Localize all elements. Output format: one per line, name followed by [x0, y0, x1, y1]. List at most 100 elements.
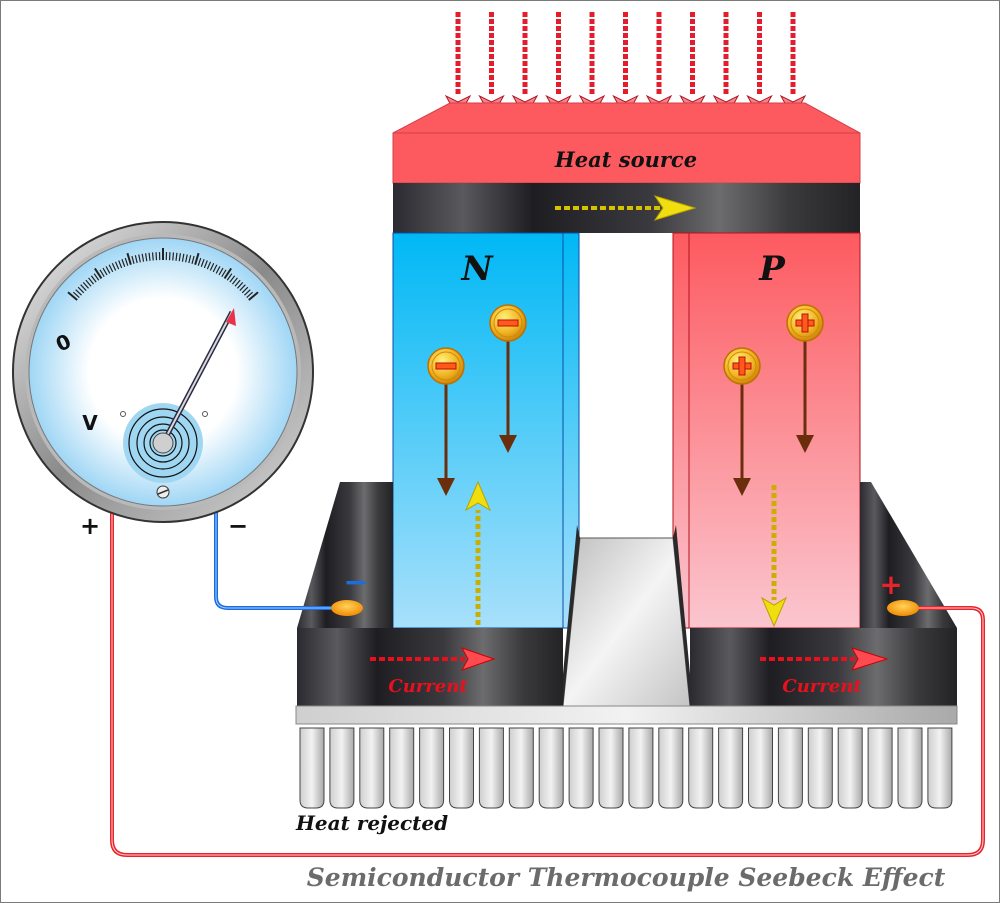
right-base-slope	[860, 482, 957, 628]
voltmeter-tick	[200, 259, 205, 267]
heat-sink-fin	[837, 727, 863, 809]
heat-input-arrow	[545, 12, 572, 120]
left-base-slope	[297, 482, 393, 628]
heat-sink-fin	[299, 727, 325, 809]
heat-flow-arrow-top	[555, 195, 697, 221]
voltmeter-tick	[237, 281, 244, 289]
voltmeter-tick	[90, 275, 97, 283]
voltmeter-tick	[118, 260, 123, 269]
positive-terminal[interactable]	[887, 600, 919, 616]
heat-sink-fin	[777, 727, 803, 809]
voltmeter-tick	[145, 253, 148, 262]
heat-sink-fin	[389, 727, 415, 809]
voltmeter-unit-label: V	[82, 411, 98, 435]
heat-sink-fin	[628, 727, 654, 809]
positive-terminal-sign: +	[879, 568, 902, 601]
energy-arrow-p-down	[760, 485, 788, 628]
heat-source-top	[392, 102, 861, 134]
voltmeter-tick	[141, 253, 145, 262]
heat-input-arrow	[645, 12, 673, 120]
gap-shadow-right	[673, 525, 693, 706]
gap-shadow-left	[560, 525, 580, 706]
heat-source-block	[392, 132, 861, 184]
hole-carrier	[723, 347, 761, 496]
top-conductor	[393, 183, 860, 233]
heat-sink-fin	[927, 727, 953, 809]
heat-sink-base	[295, 705, 958, 725]
voltmeter-tick	[126, 252, 132, 265]
voltmeter-tick	[244, 289, 251, 296]
heat-sink-fin	[897, 727, 923, 809]
voltmeter-minus-label: −	[228, 512, 248, 540]
voltmeter-tick	[221, 269, 227, 277]
heat-input-arrow	[779, 12, 807, 120]
heat-input-arrow	[679, 12, 706, 120]
wire-positive-highlight	[111, 505, 984, 856]
heat-input-arrow	[578, 12, 606, 120]
heat-sink-fin	[658, 727, 684, 809]
voltmeter-tick	[75, 289, 82, 296]
heat-sink-fin	[478, 727, 504, 809]
right-base-block	[690, 628, 957, 706]
heat-input-arrow	[511, 12, 539, 120]
voltmeter-tick	[94, 267, 103, 279]
voltmeter-scale-ticks	[67, 248, 259, 301]
voltmeter-tick	[188, 255, 192, 264]
heat-input-arrow	[478, 12, 505, 120]
voltmeter-tick	[77, 286, 85, 294]
voltmeter-tick	[134, 255, 138, 264]
voltmeter-tick	[248, 291, 259, 301]
voltmeter-tick	[114, 261, 120, 270]
n-type-label: N	[460, 249, 494, 289]
heat-sink-fin	[807, 727, 833, 809]
voltmeter-tick	[108, 264, 114, 273]
voltmeter-tick	[131, 255, 135, 264]
voltmeter-screw-left	[120, 411, 126, 417]
voltmeter-tick	[111, 262, 117, 271]
negative-terminal[interactable]	[331, 600, 363, 616]
p-type-label: P	[758, 249, 786, 289]
voltmeter-tick	[124, 257, 129, 266]
voltmeter-tick	[241, 286, 249, 294]
voltmeter-tick	[148, 252, 151, 261]
voltmeter-tick	[239, 284, 246, 291]
voltmeter-tick	[88, 277, 95, 285]
voltmeter-pivot	[152, 432, 174, 454]
voltmeter-tick	[82, 281, 89, 289]
heat-input-arrow	[444, 12, 472, 120]
voltmeter-tick	[138, 254, 141, 263]
heat-sink-fin	[688, 727, 714, 809]
voltmeter-tick	[206, 261, 212, 270]
voltmeter-tick	[191, 255, 195, 264]
heat-sink-fin	[568, 727, 594, 809]
voltmeter-tick	[72, 291, 80, 298]
heat-input-arrow	[746, 12, 773, 120]
voltmeter-tick	[229, 275, 236, 283]
voltmeter-tick	[209, 262, 215, 271]
heat-sink-fins	[299, 727, 953, 809]
voltmeter-tick	[99, 269, 105, 277]
voltmeter-tick	[223, 267, 232, 279]
heat-sink-fin	[449, 727, 474, 809]
energy-arrow-n-up	[464, 480, 492, 625]
heat-sink-fin	[867, 727, 893, 809]
voltmeter-needle-tip	[226, 308, 236, 326]
voltmeter-tick	[212, 264, 218, 273]
heat-sink-fin	[718, 727, 744, 809]
voltmeter-tick	[194, 252, 200, 265]
left-base-block	[297, 628, 563, 706]
center-gap-block	[562, 537, 691, 707]
voltmeter-tick	[121, 259, 126, 267]
voltmeter-tick	[85, 279, 92, 287]
voltmeter-tick	[218, 267, 224, 276]
voltmeter-tick	[181, 253, 185, 262]
heat-sink-fin	[508, 727, 534, 809]
charge-carriers	[427, 304, 824, 496]
current-label-left: Current	[388, 676, 468, 697]
heat-input-arrows	[444, 12, 807, 120]
voltmeter-tick	[67, 291, 78, 301]
heat-sink-fin	[359, 727, 385, 809]
voltmeter-tick	[231, 277, 238, 285]
voltmeter-tick	[185, 254, 188, 263]
